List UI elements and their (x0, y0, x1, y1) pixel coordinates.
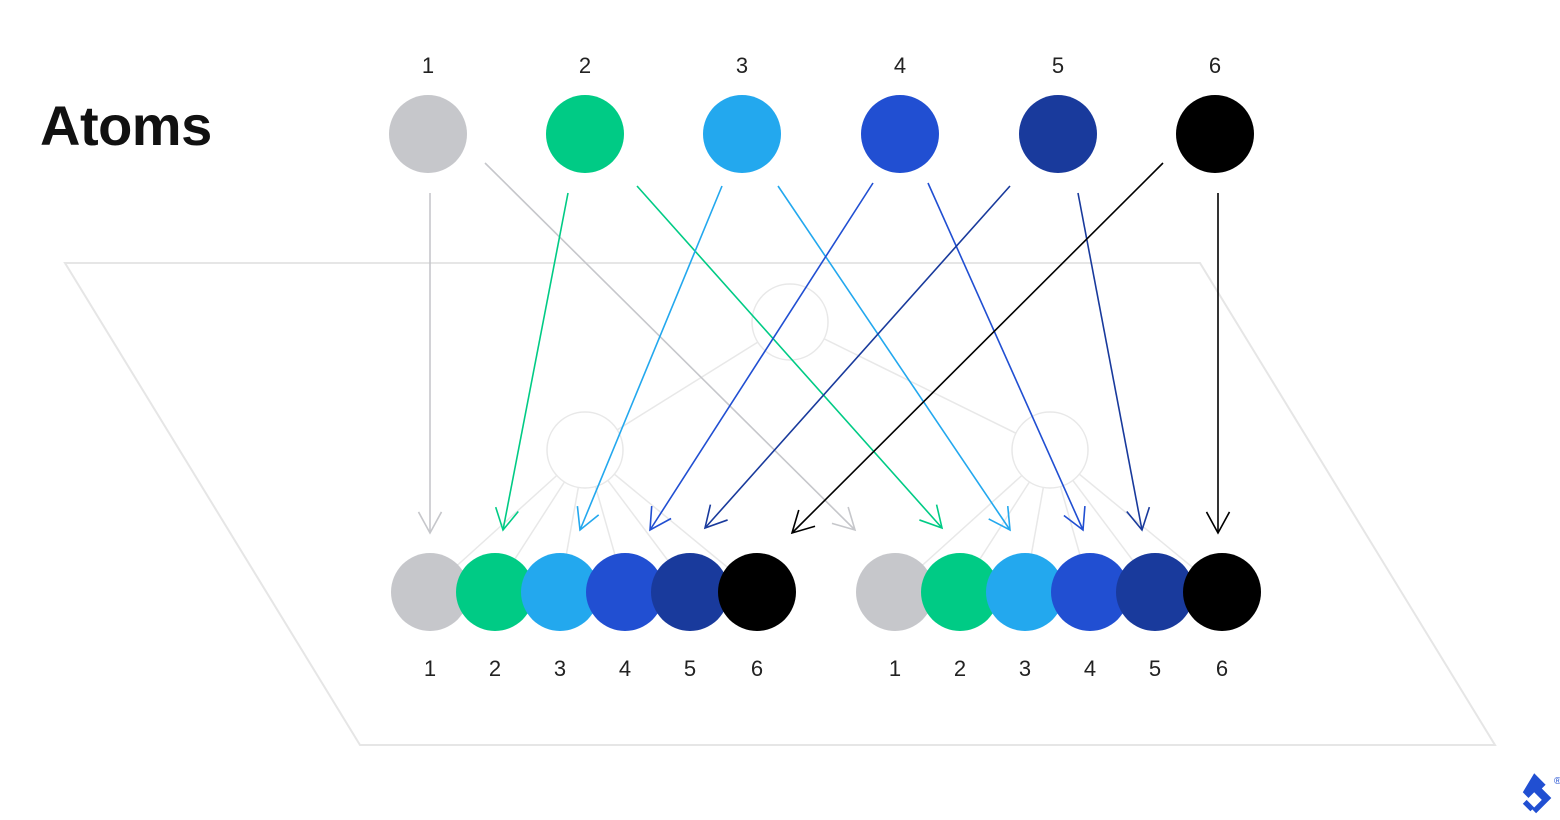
group-1-atom-6 (718, 553, 796, 631)
diagram-title: Atoms (40, 94, 212, 157)
svg-text:®: ® (1554, 776, 1560, 787)
arrow-atom-3 (777, 185, 1011, 532)
arrow-atom-6 (790, 162, 1164, 535)
atom-1-circle (389, 95, 467, 173)
top-atoms: 1 2 3 4 5 6 (389, 53, 1254, 173)
group-1-label-2: 2 (489, 656, 501, 681)
toptal-logo-icon: ® (1522, 773, 1560, 814)
arrow-atom-4 (927, 182, 1086, 532)
atom-2-label: 2 (579, 53, 591, 78)
group-2-label-1: 1 (889, 656, 901, 681)
atom-4-circle (861, 95, 939, 173)
group-2-atom-1 (856, 553, 934, 631)
group-1-label-4: 4 (619, 656, 631, 681)
molecule-skeleton (429, 283, 1221, 591)
arrow-atom-2 (494, 192, 569, 532)
group-2-label-6: 6 (1216, 656, 1228, 681)
group-1-label-5: 5 (684, 656, 696, 681)
group-2-atom-2 (921, 553, 999, 631)
group-2-atom-3 (986, 553, 1064, 631)
group-1-label-6: 6 (751, 656, 763, 681)
atom-5-circle (1019, 95, 1097, 173)
arrow-atom-1 (484, 162, 857, 532)
group-1-atom-3 (521, 553, 599, 631)
arrow-atom-5 (1077, 192, 1151, 532)
group-1-label-1: 1 (424, 656, 436, 681)
atom-1-label: 1 (422, 53, 434, 78)
group-1-atom-4 (586, 553, 664, 631)
molecule-node-right (1011, 411, 1089, 489)
atom-2-circle (546, 95, 624, 173)
group-2-label-3: 3 (1019, 656, 1031, 681)
group-1-atom-5 (651, 553, 729, 631)
group-2-label-5: 5 (1149, 656, 1161, 681)
molecule-node-top (751, 283, 829, 361)
group-1-label-3: 3 (554, 656, 566, 681)
arrow-atom-3 (576, 185, 723, 532)
atom-5-label: 5 (1052, 53, 1064, 78)
group-2: 1 2 3 4 5 6 (856, 553, 1261, 681)
atom-3-circle (703, 95, 781, 173)
atom-3-label: 3 (736, 53, 748, 78)
group-2-atom-5 (1116, 553, 1194, 631)
group-1-atom-2 (456, 553, 534, 631)
arrow-atom-4 (649, 182, 874, 532)
atom-4-label: 4 (894, 53, 906, 78)
group-2-atom-6 (1183, 553, 1261, 631)
arrow-atom-2 (636, 185, 944, 530)
arrow-atom-6 (1205, 193, 1231, 535)
group-2-label-4: 4 (1084, 656, 1096, 681)
arrow-atom-1 (417, 193, 443, 535)
atom-6-circle (1176, 95, 1254, 173)
group-1-atom-1 (391, 553, 469, 631)
atom-6-label: 6 (1209, 53, 1221, 78)
molecule-node-left (546, 411, 624, 489)
group-1: 1 2 3 4 5 6 (391, 553, 796, 681)
bottom-groups: 1 2 3 4 5 6 1 2 3 4 5 6 (391, 553, 1261, 681)
group-2-atom-4 (1051, 553, 1129, 631)
group-2-label-2: 2 (954, 656, 966, 681)
arrows (417, 162, 1231, 535)
arrow-atom-5 (703, 185, 1011, 530)
